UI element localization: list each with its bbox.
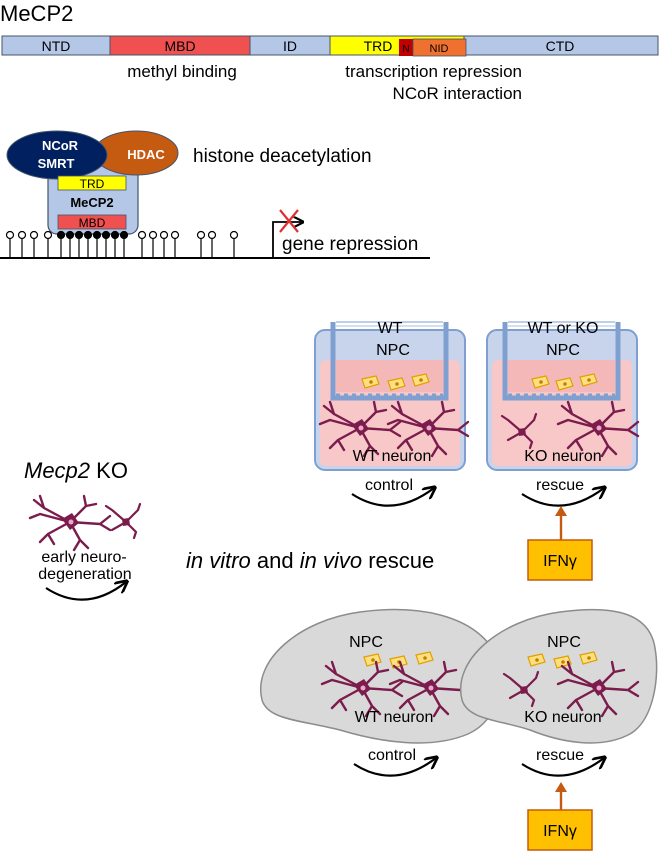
ncor-ellipse bbox=[6, 130, 108, 180]
domain-bar: NTD MBD ID TRD N NID CTD bbox=[1, 35, 659, 57]
domain-mbd-label: MBD bbox=[164, 38, 195, 54]
mecp2-complex: NCoR SMRT HDAC TRD MeCP2 MBD bbox=[6, 130, 179, 235]
invitro-rescue-arrow bbox=[521, 488, 604, 507]
mecp2-ko-title: Mecp2 KO bbox=[24, 458, 128, 483]
dna-strand bbox=[0, 209, 430, 259]
invitro-control-npc-1: WT bbox=[378, 320, 403, 337]
invitro-rescue-well bbox=[486, 321, 640, 471]
ncor-label-1: NCoR bbox=[42, 138, 79, 153]
invivo-control-npc: NPC bbox=[349, 634, 383, 651]
ko-neuron-small bbox=[104, 502, 142, 540]
title: MeCP2 bbox=[0, 1, 73, 26]
complex-trd-label: TRD bbox=[80, 177, 105, 191]
histone-deacetylation-label: histone deacetylation bbox=[193, 146, 372, 167]
blocked-x-icon bbox=[279, 209, 299, 233]
hdac-label: HDAC bbox=[127, 147, 165, 162]
complex-mbd-label: MBD bbox=[79, 216, 106, 230]
invivo-rescue-npc: NPC bbox=[547, 634, 581, 651]
invivo-control-arrow bbox=[353, 758, 436, 777]
invivo-rescue-neuron: KO neuron bbox=[524, 709, 601, 726]
ifn-arrowhead-invitro bbox=[555, 506, 567, 516]
invitro-control-well bbox=[314, 321, 470, 471]
domain-ntd-label: NTD bbox=[42, 38, 71, 54]
invitro-control-arrow bbox=[351, 488, 434, 507]
mecp2-ko-arrow bbox=[45, 582, 126, 601]
invitro-rescue-npc-2: NPC bbox=[546, 342, 580, 359]
invivo-rescue-label: rescue bbox=[536, 747, 584, 764]
complex-mecp2-label: MeCP2 bbox=[70, 195, 113, 210]
mecp2-ko-line2: degeneration bbox=[38, 566, 131, 583]
ifn-box-invivo bbox=[527, 809, 593, 851]
domain-n bbox=[399, 39, 413, 56]
ko-neuron-large bbox=[28, 494, 112, 552]
invitro-rescue-label: rescue bbox=[536, 477, 584, 494]
invitro-control-npc-2: NPC bbox=[376, 342, 410, 359]
mecp2-ko-line1: early neuro- bbox=[41, 549, 126, 566]
ifn-arrowhead-invivo bbox=[555, 782, 567, 792]
invitro-rescue-neuron: KO neuron bbox=[524, 448, 601, 465]
domain-id-label: ID bbox=[283, 38, 297, 54]
domain-nid-label: NID bbox=[430, 43, 449, 55]
domain-trd-label: TRD bbox=[364, 38, 393, 54]
invivo-rescue-arrow bbox=[521, 758, 604, 777]
invivo-control-neuron: WT neuron bbox=[355, 709, 434, 726]
promoter-arrow bbox=[272, 222, 302, 258]
transcription-repression-note: transcription repression bbox=[345, 62, 522, 81]
domain-ctd-label: CTD bbox=[546, 38, 575, 54]
invivo-control-label: control bbox=[368, 747, 416, 764]
complex-trd-box bbox=[57, 175, 127, 191]
ifn-label-invitro: IFNγ bbox=[543, 553, 577, 570]
ncor-interaction-note: NCoR interaction bbox=[393, 84, 522, 103]
invitro-control-neuron: WT neuron bbox=[353, 448, 432, 465]
complex-mbd-box bbox=[57, 214, 127, 230]
ncor-label-2: SMRT bbox=[38, 156, 75, 171]
invitro-control-label: control bbox=[365, 477, 413, 494]
invivo-rescue-brain bbox=[459, 608, 658, 744]
cpg-lollipops bbox=[5, 230, 239, 258]
methyl-binding-note: methyl binding bbox=[127, 62, 237, 81]
ifn-box-invitro bbox=[527, 539, 593, 581]
ifn-label-invivo: IFNγ bbox=[543, 823, 577, 840]
domain-n-label: N bbox=[402, 44, 409, 55]
invitro-rescue-npc-1: WT or KO bbox=[528, 320, 599, 337]
domain-nid bbox=[412, 38, 467, 57]
gene-repression-label: gene repression bbox=[282, 234, 418, 255]
rescue-heading: in vitro and in vivo rescue bbox=[186, 548, 434, 573]
